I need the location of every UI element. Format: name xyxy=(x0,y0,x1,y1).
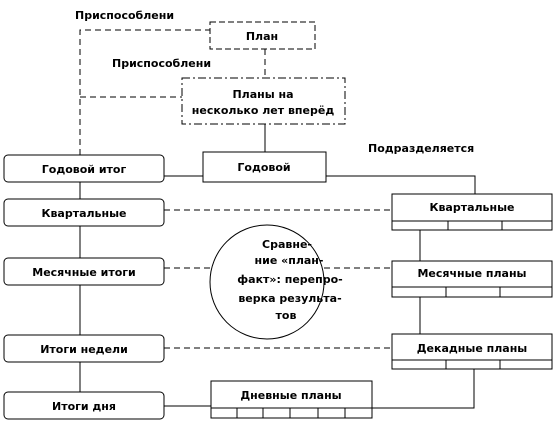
svg-text:несколько лет вперёд: несколько лет вперёд xyxy=(192,104,335,117)
compare-circle: Сравне- ние «план- факт»: перепро- верка… xyxy=(209,224,343,340)
svg-text:ние «план-: ние «план- xyxy=(255,254,324,267)
svg-text:Годовой: Годовой xyxy=(237,161,290,174)
annual-total-node: Годовой итог xyxy=(3,154,165,183)
svg-text:верка результа-: верка результа- xyxy=(238,292,341,305)
daily-totals-node: Итоги дня xyxy=(3,391,165,420)
svg-text:Сравне-: Сравне- xyxy=(262,238,312,251)
svg-text:факт»: перепро-: факт»: перепро- xyxy=(237,273,343,286)
monthly-totals-node: Месячные итоги xyxy=(3,257,165,286)
right-spine-3 xyxy=(372,369,475,409)
connectors xyxy=(79,29,476,409)
adapt-connector-top xyxy=(79,29,210,155)
plan-node: План xyxy=(209,21,316,50)
svg-text:Квартальные: Квартальные xyxy=(429,201,514,214)
daily-plans-node: Дневные планы xyxy=(210,380,373,419)
decade-plans-node: Декадные планы xyxy=(391,333,553,370)
svg-text:Дневные планы: Дневные планы xyxy=(240,389,341,402)
adapt-label-top: Приспособлени xyxy=(75,9,174,22)
svg-text:Декадные планы: Декадные планы xyxy=(417,342,528,355)
svg-text:Планы на: Планы на xyxy=(232,88,293,101)
svg-text:Итоги недели: Итоги недели xyxy=(40,343,128,356)
monthly-plans-node: Месячные планы xyxy=(391,260,553,298)
svg-text:Квартальные: Квартальные xyxy=(41,207,126,220)
svg-text:План: План xyxy=(246,30,278,43)
adapt-label-mid: Приспособлени xyxy=(112,57,211,70)
quarterly-right-node: Квартальные xyxy=(391,193,553,231)
svg-text:Месячные итоги: Месячные итоги xyxy=(32,266,135,279)
svg-text:Итоги дня: Итоги дня xyxy=(52,400,116,413)
annual-node: Годовой xyxy=(202,151,327,183)
weekly-totals-node: Итоги недели xyxy=(3,334,165,363)
svg-text:Годовой итог: Годовой итог xyxy=(42,163,127,176)
quarterly-left-node: Квартальные xyxy=(3,198,165,227)
subdivides-label: Подразделяется xyxy=(368,142,474,155)
svg-text:Месячные планы: Месячные планы xyxy=(417,267,526,280)
svg-text:тов: тов xyxy=(276,309,297,322)
annual-to-quarterly-connector xyxy=(326,175,476,194)
plans-years-node: Планы на несколько лет вперёд xyxy=(181,77,346,125)
